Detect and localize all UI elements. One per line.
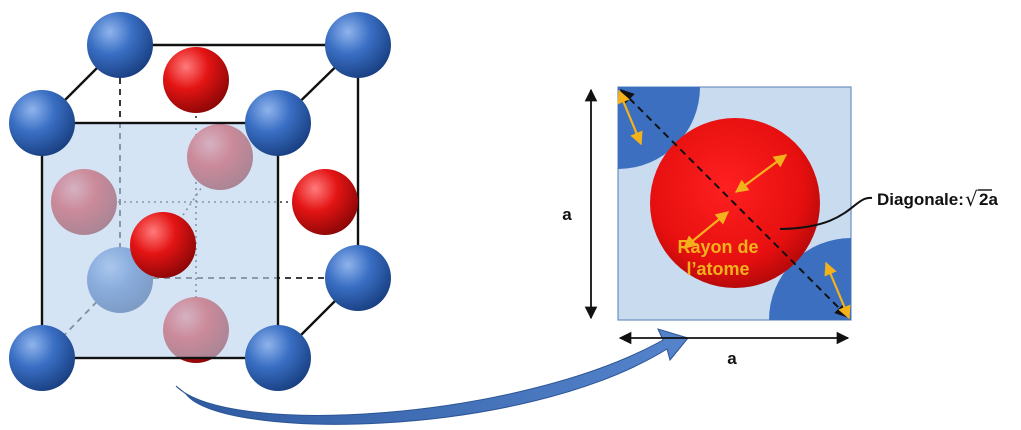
- curved-arrow: [175, 328, 689, 425]
- face-atom-top: [163, 47, 229, 113]
- diagonal-label-prefix: Diagonale:: [877, 190, 964, 209]
- corner-atom-back-bottom-right: [325, 245, 391, 311]
- atom-radius-label-line1: Rayon de: [677, 237, 758, 257]
- atom-radius-label-line2: l’atome: [686, 259, 749, 279]
- side-label-vertical: a: [562, 205, 572, 224]
- face-cross-section: Rayon de l’atome a a Diagonale: √ 2a: [562, 86, 998, 368]
- diagonal-line: [620, 89, 849, 318]
- face-atom-front: [130, 212, 196, 278]
- diagonal-leader-line: [779, 196, 873, 230]
- face-atom-right: [292, 169, 358, 235]
- diagonal-label-root: √: [965, 187, 978, 211]
- side-label-horizontal: a: [727, 349, 737, 368]
- diagonal-label-value: 2a: [979, 190, 998, 209]
- corner-atom-front-top-left: [9, 90, 75, 156]
- corner-atom-back-top-right: [325, 12, 391, 78]
- corner-atom-front-bottom-right: [245, 325, 311, 391]
- corner-atom-front-bottom-left: [9, 325, 75, 391]
- corner-atom-front-top-right: [245, 90, 311, 156]
- radius-arrows: [617, 89, 851, 320]
- fcc-unit-cell: [9, 12, 391, 391]
- corner-atom-back-top-left: [87, 12, 153, 78]
